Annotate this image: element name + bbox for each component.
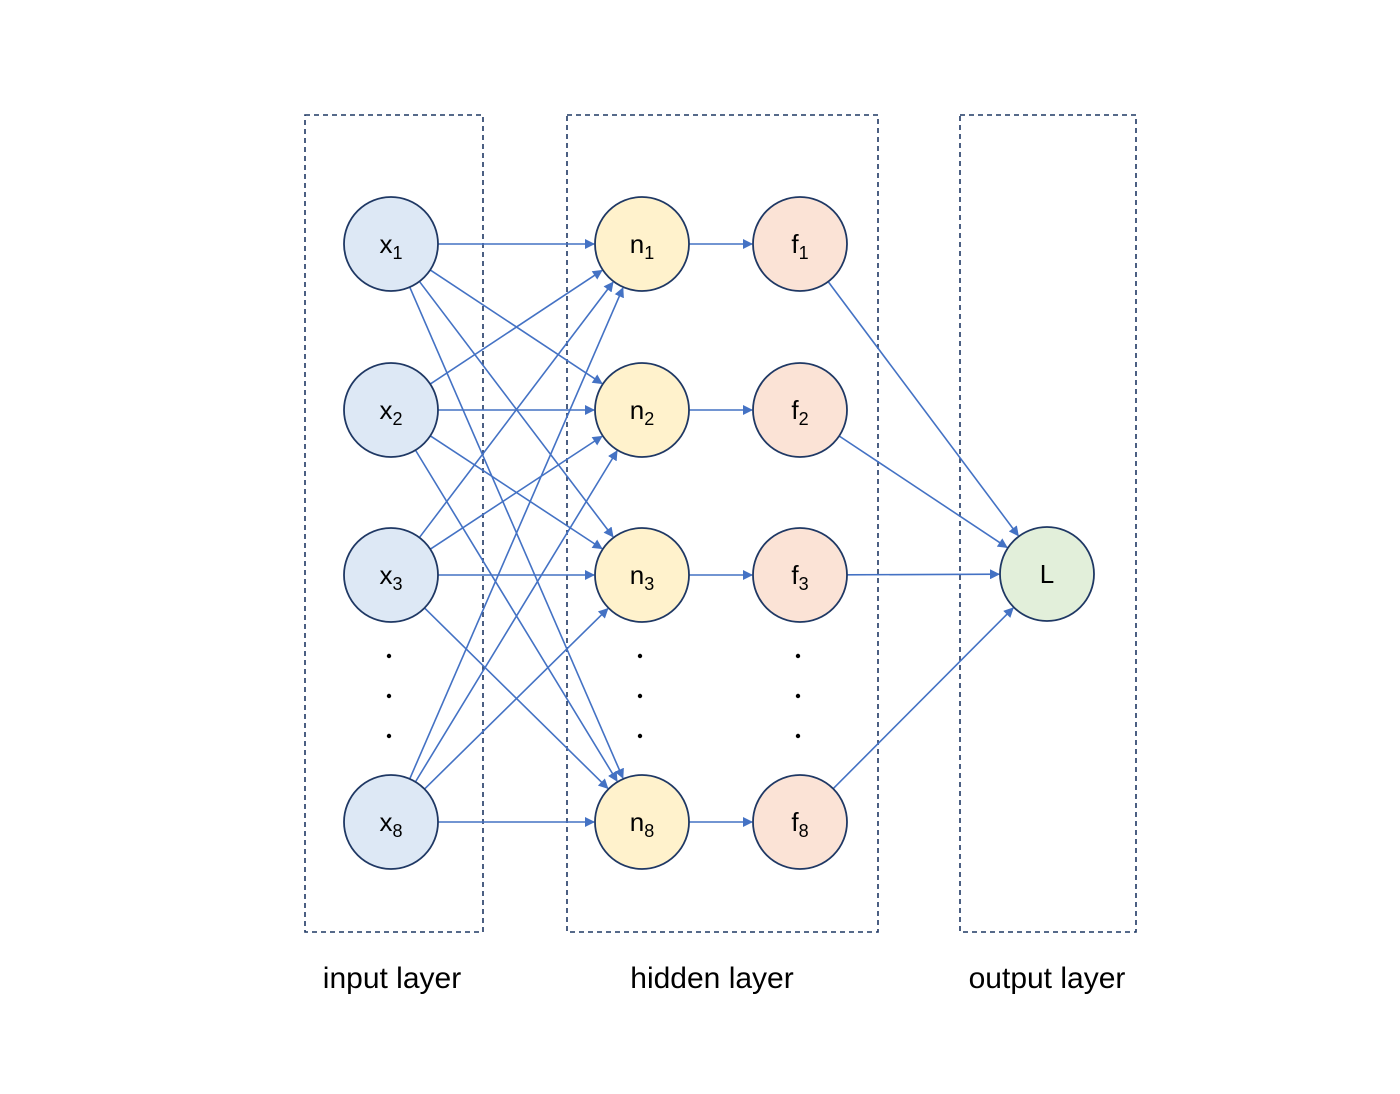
edge-activation-3-to-output bbox=[846, 569, 1001, 580]
neuron-node-8-circle bbox=[594, 774, 690, 870]
activation-node-3-circle bbox=[752, 527, 848, 623]
edge-input-3-to-neuron-1 bbox=[418, 281, 614, 539]
input-node-2: x2 bbox=[343, 362, 439, 458]
neuron-node-1-circle bbox=[594, 196, 690, 292]
neuron-node-1: n1 bbox=[594, 196, 690, 292]
input-ellipsis bbox=[386, 653, 392, 739]
input-node-8-label-base: x bbox=[379, 807, 392, 837]
edge-activation-1-to-output bbox=[827, 281, 1019, 537]
activation-node-3-label: f3 bbox=[791, 560, 808, 594]
output-node-L: L bbox=[999, 526, 1095, 622]
neuron-ellipsis-dot-3 bbox=[637, 733, 643, 739]
neuron-node-1-label: n1 bbox=[630, 229, 654, 263]
input-node-2-circle bbox=[343, 362, 439, 458]
edge-input-4-to-neuron-2 bbox=[414, 450, 618, 783]
neuron-node-8-label-base: n bbox=[630, 807, 644, 837]
activation-node-8: f8 bbox=[752, 774, 848, 870]
edge-input-2-to-neuron-1 bbox=[429, 269, 603, 385]
activation-ellipsis-dot-3 bbox=[795, 733, 801, 739]
activation-node-1-label: f1 bbox=[791, 229, 808, 263]
neuron-node-2: n2 bbox=[594, 362, 690, 458]
activation-node-2-label-base: f bbox=[791, 395, 799, 425]
activation-node-8-circle bbox=[752, 774, 848, 870]
neuron-node-8: n8 bbox=[594, 774, 690, 870]
input-node-8-label: x8 bbox=[379, 807, 402, 841]
activation-node-2-label: f2 bbox=[791, 395, 808, 429]
input-node-3-circle bbox=[343, 527, 439, 623]
activation-node-2-label-subscript: 2 bbox=[799, 409, 809, 429]
activation-node-8-label-subscript: 8 bbox=[799, 821, 809, 841]
neuron-node-2-label: n2 bbox=[630, 395, 654, 429]
activation-node-1-label-subscript: 1 bbox=[799, 243, 809, 263]
activation-ellipsis-dot-2 bbox=[795, 693, 801, 699]
edge-activation-2-to-output bbox=[838, 435, 1008, 549]
input-node-1-label-base: x bbox=[379, 229, 392, 259]
activation-node-1: f1 bbox=[752, 196, 848, 292]
input-node-2-label: x2 bbox=[379, 395, 402, 429]
output-node-L-circle bbox=[999, 526, 1095, 622]
neuron-node-3-label-subscript: 3 bbox=[644, 574, 654, 594]
neuron-node-1-label-subscript: 1 bbox=[644, 243, 654, 263]
input-node-2-label-subscript: 2 bbox=[392, 409, 402, 429]
ellipsis-group bbox=[386, 653, 801, 739]
neuron-node-3-circle bbox=[594, 527, 690, 623]
edges-group bbox=[408, 239, 1019, 827]
output-node-L-label-base: L bbox=[1040, 559, 1054, 589]
hidden-layer-box bbox=[566, 114, 879, 933]
activation-node-8-label-base: f bbox=[791, 807, 799, 837]
input-ellipsis-dot-3 bbox=[386, 733, 392, 739]
input-node-3-label: x3 bbox=[379, 560, 402, 594]
input-node-3-label-base: x bbox=[379, 560, 392, 590]
activation-node-2-circle bbox=[752, 362, 848, 458]
input-node-8-label-subscript: 8 bbox=[392, 821, 402, 841]
input-node-1: x1 bbox=[343, 196, 439, 292]
input-ellipsis-dot-2 bbox=[386, 693, 392, 699]
activation-node-3: f3 bbox=[752, 527, 848, 623]
output-layer-label: output layer bbox=[969, 962, 1126, 995]
input-ellipsis-dot-1 bbox=[386, 653, 392, 659]
edge-input-3-to-neuron-2 bbox=[429, 435, 603, 550]
activation-node-2: f2 bbox=[752, 362, 848, 458]
output-layer-box bbox=[959, 114, 1137, 933]
neuron-node-3-label-base: n bbox=[630, 560, 644, 590]
activation-node-8-label: f8 bbox=[791, 807, 808, 841]
activation-ellipsis bbox=[795, 653, 801, 739]
edge-input-4-to-neuron-1 bbox=[408, 287, 624, 780]
neuron-ellipsis-dot-2 bbox=[637, 693, 643, 699]
input-layer-box bbox=[304, 114, 484, 933]
output-node-L-label: L bbox=[1040, 559, 1054, 589]
neuron-node-1-label-base: n bbox=[630, 229, 644, 259]
neuron-node-3-label: n3 bbox=[630, 560, 654, 594]
neuron-node-2-circle bbox=[594, 362, 690, 458]
input-node-1-circle bbox=[343, 196, 439, 292]
neuron-node-8-label-subscript: 8 bbox=[644, 821, 654, 841]
input-node-8-circle bbox=[343, 774, 439, 870]
neuron-ellipsis-dot-1 bbox=[637, 653, 643, 659]
neuron-node-2-label-base: n bbox=[630, 395, 644, 425]
activation-node-1-label-base: f bbox=[791, 229, 799, 259]
activation-ellipsis-dot-1 bbox=[795, 653, 801, 659]
neuron-ellipsis bbox=[637, 653, 643, 739]
input-node-2-label-base: x bbox=[379, 395, 392, 425]
neuron-node-2-label-subscript: 2 bbox=[644, 409, 654, 429]
input-node-1-label-subscript: 1 bbox=[392, 243, 402, 263]
input-node-3: x3 bbox=[343, 527, 439, 623]
activation-node-3-label-subscript: 3 bbox=[799, 574, 809, 594]
neuron-node-3: n3 bbox=[594, 527, 690, 623]
input-node-1-label: x1 bbox=[379, 229, 402, 263]
edge-input-4-to-neuron-3 bbox=[423, 607, 609, 790]
edge-activation-4-to-output bbox=[832, 607, 1014, 790]
activation-node-3-label-base: f bbox=[791, 560, 799, 590]
input-layer-label: input layer bbox=[323, 962, 461, 995]
input-node-3-label-subscript: 3 bbox=[392, 574, 402, 594]
neuron-node-8-label: n8 bbox=[630, 807, 654, 841]
input-node-8: x8 bbox=[343, 774, 439, 870]
activation-node-1-circle bbox=[752, 196, 848, 292]
hidden-layer-label: hidden layer bbox=[630, 962, 793, 995]
